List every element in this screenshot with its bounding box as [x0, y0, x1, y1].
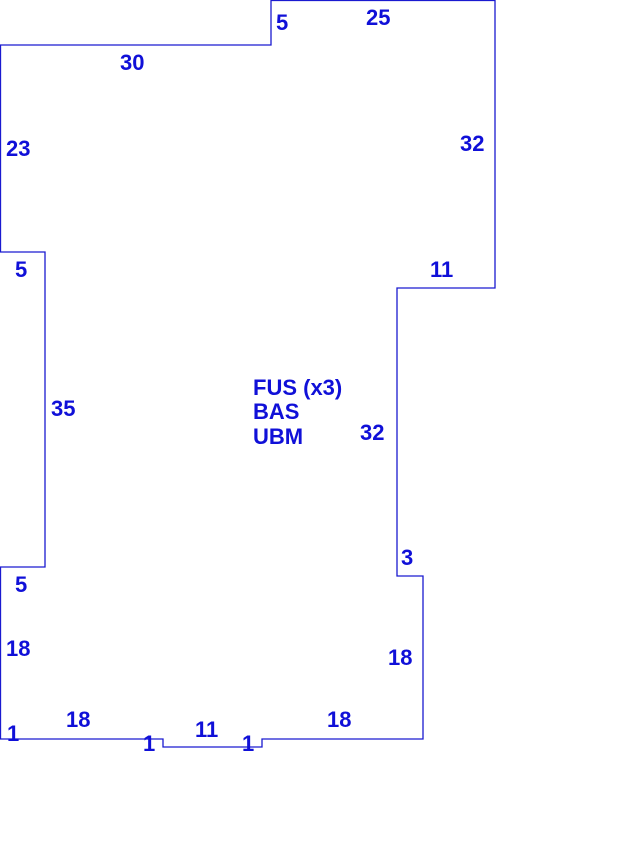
dimension-label: 25: [366, 5, 390, 30]
dimension-label: 1: [242, 731, 254, 756]
dimension-label: 32: [360, 420, 384, 445]
dimension-label: 18: [66, 707, 90, 732]
floor-plan-outline: [0, 0, 496, 748]
dimension-label: 11: [430, 257, 453, 282]
dimension-label: 3: [401, 545, 413, 570]
dimension-label: 5: [15, 257, 27, 282]
dimension-label: 30: [120, 50, 144, 75]
dimension-label: 35: [51, 396, 75, 421]
dimension-label: 23: [6, 136, 30, 161]
dimension-label: 18: [327, 707, 351, 732]
room-label: UBM: [253, 424, 303, 449]
dimension-label: 1: [7, 721, 19, 746]
dimension-label: 5: [15, 572, 27, 597]
dimension-label: 5: [276, 10, 288, 35]
dimension-label: 1: [143, 731, 155, 756]
dimension-label: 11: [195, 717, 218, 742]
dimension-label: 18: [388, 645, 412, 670]
dimension-label: 32: [460, 131, 484, 156]
room-label: FUS (x3): [253, 375, 342, 400]
dimension-label: 18: [6, 636, 30, 661]
room-label: BAS: [253, 399, 299, 424]
